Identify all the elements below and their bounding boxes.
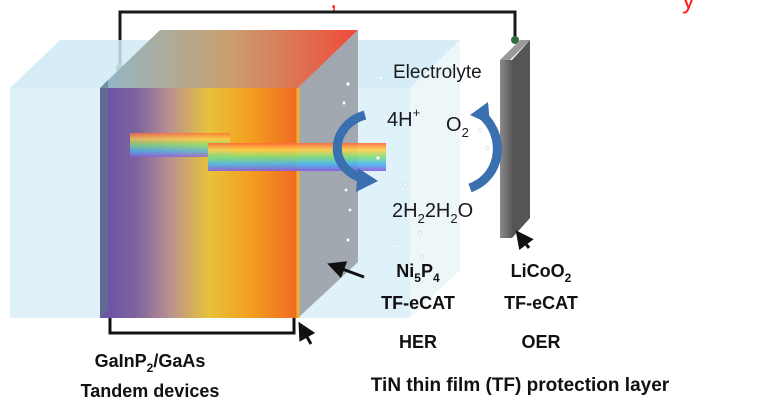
oer-pointer-arrow [515, 230, 534, 251]
her-cycle-arrow [332, 110, 370, 185]
electrolyte-label: Electrolyte [393, 62, 482, 83]
top-red-text: , [330, 0, 337, 14]
oer-catalyst-label: LiCoO2 TF-eCAT OER [504, 261, 578, 352]
svg-text:Tandem devices: Tandem devices [81, 381, 220, 401]
protection-layer-label: TiN thin film (TF) protection layer [371, 375, 670, 396]
svg-text:GaInP2/GaAs: GaInP2/GaAs [95, 351, 206, 375]
wire-contact-right [511, 36, 519, 44]
svg-text:OER: OER [521, 332, 560, 352]
anode-plate [500, 40, 530, 238]
her-pointer-arrow [327, 261, 365, 279]
svg-text:Ni5P4: Ni5P4 [396, 261, 440, 285]
svg-text:HER: HER [399, 332, 437, 352]
h-plus-label: 4H+ [387, 105, 420, 131]
svg-text:TF-eCAT: TF-eCAT [504, 293, 578, 313]
tin-pointer-arrow [298, 321, 316, 345]
o2-label: O2 [446, 114, 469, 140]
her-cycle-arrowhead [356, 168, 378, 192]
water-label: 2H22H2O [392, 200, 473, 226]
top-red-text-suffix: y [682, 0, 695, 14]
svg-text:LiCoO2: LiCoO2 [511, 261, 572, 285]
her-catalyst-label: Ni5P4 TF-eCAT HER [381, 261, 455, 352]
svg-text:TF-eCAT: TF-eCAT [381, 293, 455, 313]
tandem-bracket [108, 318, 296, 335]
light-beam-right [208, 143, 386, 171]
oer-cycle-arrowhead [470, 102, 490, 124]
tandem-device-label: GaInP2/GaAs Tandem devices [81, 351, 220, 401]
tandem-device-block [100, 30, 358, 318]
oer-cycle-arrow [468, 108, 502, 193]
